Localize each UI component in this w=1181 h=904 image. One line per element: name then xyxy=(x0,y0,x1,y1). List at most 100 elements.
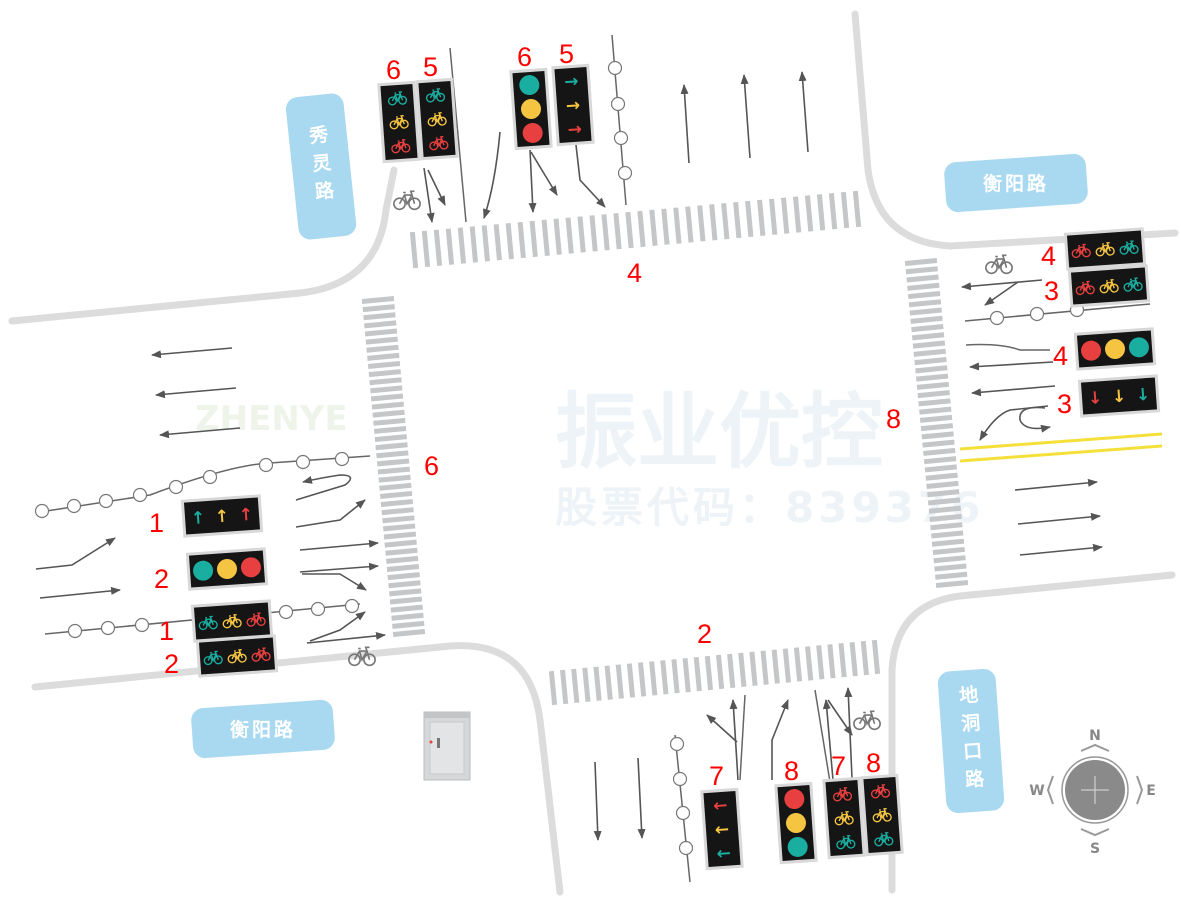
crosswalk-stripe xyxy=(838,643,847,678)
crosswalk-stripe xyxy=(445,228,455,265)
compass-east: E xyxy=(1146,783,1156,799)
crosswalk-stripe xyxy=(932,546,965,555)
crosswalk-stripe xyxy=(613,213,622,250)
arrow-west-through xyxy=(971,385,1056,397)
crosswalk-stripe xyxy=(930,522,963,531)
arrow-east-left xyxy=(35,537,116,570)
phase-label-n4: 5 xyxy=(559,39,574,69)
bike-signal-light-red xyxy=(246,612,266,627)
arrow-signal-light-red: ↑ xyxy=(238,505,254,526)
bike-signal-light-yellow xyxy=(222,614,242,629)
signal-light-green xyxy=(519,75,540,96)
crosswalk-stripe xyxy=(388,580,421,589)
crosswalk-stripe xyxy=(625,211,634,249)
center-line-east xyxy=(959,432,1163,463)
crosswalk-stripe xyxy=(626,663,636,698)
signal-light-yellow xyxy=(521,99,541,119)
bike-signal-light-green xyxy=(203,650,223,666)
phase-label-s4: 8 xyxy=(866,748,881,778)
arrow-signal-light-red: → xyxy=(567,119,583,140)
crosswalk-stripe xyxy=(757,199,766,237)
crosswalk-stripe xyxy=(392,620,425,629)
crosswalk-stripe xyxy=(375,442,408,451)
crosswalk-stripe xyxy=(363,312,396,321)
crosswalk-stripe xyxy=(771,649,780,684)
crosswalks xyxy=(361,190,969,706)
crosswalk-stripe xyxy=(923,447,956,456)
crosswalk-stripe xyxy=(913,348,946,357)
crosswalk-stripe xyxy=(385,547,418,556)
arrow-signal-light-yellow: ↓ xyxy=(1111,387,1127,408)
arrow-bike-left xyxy=(309,611,366,642)
crosswalk-stripe xyxy=(381,507,414,516)
arrow-west-exit xyxy=(155,387,237,399)
crosswalk-stripe xyxy=(370,385,403,394)
bike-lane-bead xyxy=(989,310,1005,326)
bike-signal-light-red xyxy=(870,784,891,799)
arrow-north-right xyxy=(771,699,789,780)
bike-signal-light-red xyxy=(391,138,411,154)
crosswalk-stripe xyxy=(849,641,858,677)
crosswalk-stripe xyxy=(433,229,443,266)
crosswalk-stripe xyxy=(924,464,958,473)
crosswalk-stripe xyxy=(481,225,490,262)
arrow-north-exit xyxy=(798,71,809,153)
crosswalk-stripe xyxy=(727,653,736,689)
phase-label-w1: 1 xyxy=(149,508,164,538)
crosswalk-stripe xyxy=(387,572,420,581)
arrow-north-exit xyxy=(740,74,751,159)
bike-lane-bead xyxy=(613,130,629,146)
bike-lane-dividers xyxy=(34,60,1085,856)
compass-north: N xyxy=(1089,728,1101,744)
signal-head-n3-round xyxy=(509,67,553,151)
bike-signal-light-yellow xyxy=(227,649,247,664)
crosswalk-stripe xyxy=(916,381,950,390)
phase-label-n2: 5 xyxy=(423,52,438,82)
phase-label-w2: 2 xyxy=(154,564,169,594)
road-label-west: 衡阳路 xyxy=(191,699,335,759)
watermark-logo: ZHENYE xyxy=(195,399,348,439)
bicycle-icon xyxy=(393,190,421,211)
crosswalk-stripe xyxy=(371,401,404,410)
phase-label-east-crosswalk: 8 xyxy=(886,404,901,434)
crosswalk-stripe xyxy=(871,639,881,675)
crosswalk-stripe xyxy=(391,612,424,621)
phase-label-e2: 3 xyxy=(1044,276,1059,306)
bike-signal-light-red xyxy=(1075,280,1095,296)
crosswalk-stripe xyxy=(685,206,694,243)
crosswalk-stripe xyxy=(715,654,725,690)
bike-signal-light-green xyxy=(198,615,218,631)
bicycle-icon xyxy=(348,646,376,667)
crosswalk-stripe xyxy=(816,194,826,231)
crosswalk-stripe xyxy=(577,216,586,253)
crosswalk-stripe xyxy=(925,472,958,481)
signal-light-green xyxy=(787,836,808,857)
bike-signal-light-yellow xyxy=(1099,279,1119,294)
curb-southeast xyxy=(888,571,1176,894)
arrow-signal-light-green: ↓ xyxy=(1135,385,1151,406)
crosswalk-stripe xyxy=(905,266,938,275)
signal-head-n1-bike xyxy=(377,80,421,164)
crosswalk-stripe xyxy=(457,227,467,264)
crosswalk-stripe xyxy=(673,207,682,244)
crosswalk-stripe xyxy=(649,209,658,246)
curb-northwest xyxy=(8,166,398,325)
crosswalk-stripe xyxy=(373,425,407,434)
compass-west: W xyxy=(1029,783,1044,799)
crosswalk-stripe xyxy=(935,571,968,580)
bike-lane-bead xyxy=(334,451,350,467)
bike-signal-light-green xyxy=(1123,277,1143,292)
crosswalk-stripe xyxy=(383,523,416,532)
crosswalk-stripe xyxy=(923,456,957,465)
crosswalk-stripe xyxy=(793,647,803,682)
signal-head-s4-bike xyxy=(860,773,904,857)
arrow-south-right xyxy=(575,144,606,208)
phase-label-south-crosswalk: 2 xyxy=(697,619,712,649)
bike-lane-bead xyxy=(134,617,150,633)
arrow-east-left xyxy=(295,499,366,528)
signal-controller-cabinet xyxy=(423,711,471,781)
arrow-west-left xyxy=(984,281,1019,306)
crosswalk-stripe xyxy=(392,629,426,637)
crosswalk-stripe xyxy=(377,466,411,475)
